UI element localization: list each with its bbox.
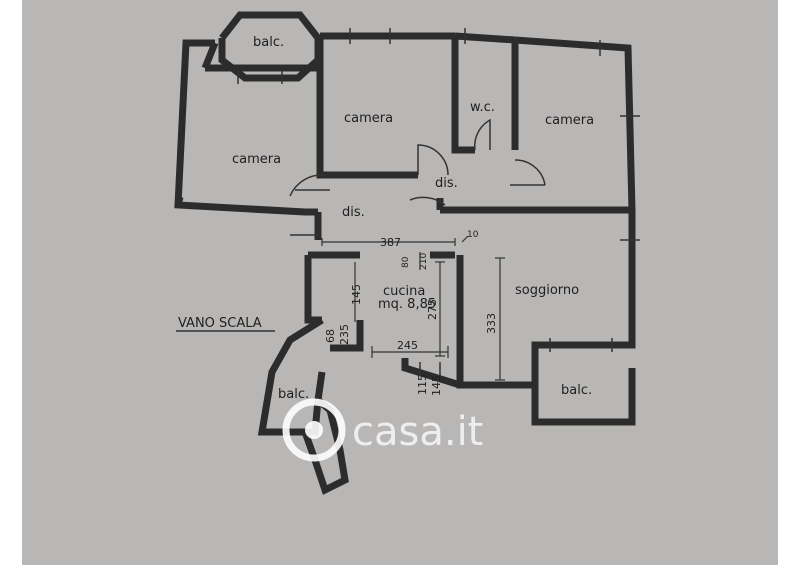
casa-logo-icon	[282, 398, 346, 462]
dim-245: 245	[397, 339, 418, 352]
label-vano-scala: VANO SCALA	[178, 316, 262, 331]
watermark-text: casa.it	[352, 409, 483, 455]
dim-115: 115	[416, 374, 429, 395]
dimension-lines	[321, 235, 505, 381]
room-labels: balc. camera camera w.c. camera dis. dis…	[176, 35, 594, 402]
dimension-labels: 387 10 80 210 145 275 333 245 68 235 115…	[324, 230, 498, 396]
label-dis-upper: dis.	[435, 176, 458, 191]
label-camera-center: camera	[344, 111, 393, 126]
window-marks	[237, 28, 640, 376]
label-soggiorno: soggiorno	[515, 283, 579, 298]
dim-145-lower: 145	[430, 375, 443, 396]
label-camera-right: camera	[545, 113, 594, 128]
dim-235: 235	[338, 324, 351, 345]
label-wc: w.c.	[470, 100, 495, 115]
dim-145-upper: 145	[350, 284, 363, 305]
floor-plan: balc. camera camera w.c. camera dis. dis…	[174, 11, 640, 495]
plan-sheet: balc. camera camera w.c. camera dis. dis…	[22, 0, 778, 565]
door-swings	[289, 118, 546, 206]
label-dis-lower: dis.	[342, 205, 365, 220]
dim-68: 68	[324, 329, 337, 343]
label-balcone-bottom: balc.	[561, 383, 592, 398]
dim-333: 333	[485, 313, 498, 334]
label-camera-left: camera	[232, 152, 281, 167]
watermark: casa.it	[282, 398, 483, 462]
label-cucina: cucina	[383, 284, 425, 299]
dim-275: 275	[426, 299, 439, 320]
dim-10: 10	[467, 230, 479, 240]
label-balcone-top: balc.	[253, 35, 284, 50]
dim-210: 210	[419, 253, 429, 270]
dim-387: 387	[380, 236, 401, 249]
label-balcone-left: balc.	[278, 387, 309, 402]
label-cucina-area: mq. 8,85	[378, 297, 436, 312]
dim-80: 80	[401, 256, 411, 268]
